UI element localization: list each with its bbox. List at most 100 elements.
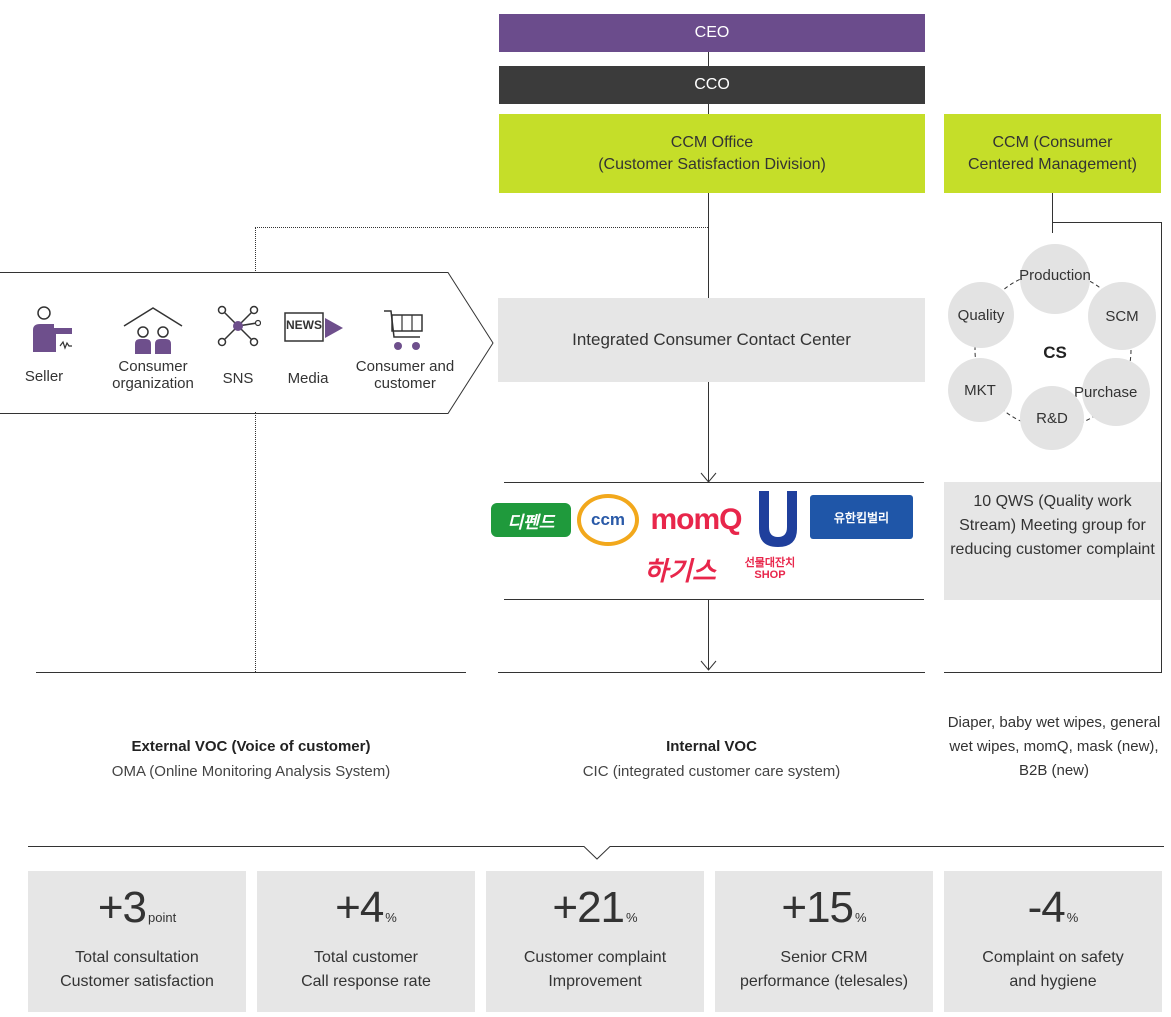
metric-unit: % [385, 910, 397, 925]
main-flow-line [708, 193, 709, 298]
qws-box: 10 QWS (Quality work Stream) Meeting gro… [944, 482, 1161, 600]
cart-icon [384, 310, 423, 350]
metric-card-safety-hygiene: -4% Complaint on safety and hygiene [944, 871, 1162, 1012]
metric-label: Senior CRM performance (telesales) [715, 946, 933, 994]
metric-label: Complaint on safety and hygiene [944, 946, 1162, 994]
consumer-organization-icon [123, 307, 183, 354]
external-voc-divider [36, 672, 466, 673]
dotted-connector-down [255, 412, 256, 672]
ccm-consumer-box: CCM (Consumer Centered Management) [944, 114, 1161, 193]
metric-label-line2: and hygiene [1009, 973, 1097, 990]
ccm-consumer-line1: CCM (Consumer [992, 133, 1113, 151]
products-divider [944, 672, 1162, 673]
ccm-consumer-line2: Centered Management) [968, 155, 1137, 173]
metric-value: +3 [97, 883, 147, 932]
gift-shop-logo-text: 선물대잔치 SHOP [744, 557, 796, 581]
metric-card-senior-crm: +15% Senior CRM performance (telesales) [715, 871, 933, 1012]
ccm-office-title: CCM Office [670, 133, 754, 151]
seller-label: Seller [24, 368, 64, 385]
metric-label-line2: Call response rate [301, 973, 431, 990]
cs-node-quality: Quality [948, 282, 1014, 348]
contact-center-label: Integrated Consumer Contact Center [572, 330, 851, 349]
internal-voc-divider [498, 672, 925, 673]
cs-node-purchase: Purchase [1074, 358, 1150, 426]
seller-icon [33, 306, 72, 352]
results-divider-arrow [28, 846, 1164, 860]
huggies-logo: 하기스 [630, 552, 730, 586]
metric-unit: % [1066, 910, 1079, 925]
yuhan-kimberly-logo-text: 유한킴벌리 [833, 510, 890, 525]
connector-ceo-cco [708, 52, 709, 66]
metric-value-row: -4% [944, 883, 1162, 933]
consumer-customer-label: Consumer and customer [355, 358, 455, 392]
unilever-logo [759, 491, 797, 547]
ceo-label: CEO [694, 24, 730, 41]
metric-value-row: +21% [486, 883, 704, 933]
cs-node-production-label: Production [1019, 266, 1091, 284]
connector-cco-ccm [708, 104, 709, 114]
sources-arrow-shape [0, 272, 494, 414]
metric-unit: point [147, 910, 177, 925]
cs-center-label: CS [1043, 343, 1067, 362]
cco-label: CCO [694, 76, 730, 93]
cs-node-purchase-label: Purchase [1074, 383, 1138, 401]
internal-voc-title: Internal VOC [666, 738, 757, 755]
cco-box: CCO [499, 66, 925, 104]
dotted-connector-up [255, 227, 256, 273]
cs-node-rd-label: R&D [1036, 409, 1068, 427]
metric-value: -4 [1027, 883, 1066, 932]
contact-center-box: Integrated Consumer Contact Center [498, 298, 925, 382]
flow-line-brands-to-voc [708, 600, 709, 670]
media-label: Media [287, 370, 329, 387]
metric-label-line1: Complaint on safety [982, 949, 1124, 966]
metric-value-row: +15% [715, 883, 933, 933]
sns-icon [217, 305, 261, 347]
brands-bottom-divider [504, 599, 924, 600]
cs-node-mkt-label: MKT [964, 381, 996, 399]
metric-value-row: +4% [257, 883, 475, 933]
sns-label: SNS [222, 370, 254, 387]
metric-label-line1: Total customer [313, 949, 419, 966]
ccm-right-top-line [1052, 222, 1162, 223]
media-icon-text: NEWS [286, 318, 322, 332]
metric-label-line1: Total consultation [75, 949, 199, 966]
cs-node-mkt: MKT [948, 358, 1012, 422]
metric-label-line1: Senior CRM [780, 949, 868, 966]
external-voc-subtitle: OMA (Online Monitoring Analysis System) [111, 763, 391, 780]
gift-shop-logo: 선물대잔치 SHOP [735, 552, 805, 586]
brands-top-divider [504, 482, 924, 483]
metric-value: +4 [335, 883, 384, 932]
cs-node-quality-label: Quality [957, 306, 1005, 324]
metric-label-line1: Customer complaint [523, 949, 667, 966]
metric-label-line2: Improvement [548, 973, 642, 990]
arrow-down-icon-2 [700, 660, 717, 671]
external-voc-title: External VOC (Voice of customer) [131, 738, 371, 755]
internal-voc-subtitle: CIC (integrated customer care system) [582, 763, 841, 780]
ccm-logo: ccm [577, 494, 639, 546]
momq-logo-text: momQ [650, 503, 742, 536]
ccm-office-box: CCM Office (Customer Satisfaction Divisi… [499, 114, 925, 193]
cs-node-scm-label: SCM [1105, 307, 1139, 325]
ceo-box: CEO [499, 14, 925, 52]
ccm-right-long-line [1161, 222, 1162, 672]
metric-label-line2: Customer satisfaction [60, 973, 214, 990]
ccm-office-subtitle: (Customer Satisfaction Division) [598, 155, 826, 173]
yuhan-kimberly-logo: 유한킴벌리 [810, 495, 913, 539]
ccm-logo-text: ccm [590, 510, 626, 529]
dotted-connector-horizontal [255, 227, 708, 228]
ccm-right-connector [1052, 193, 1053, 233]
depend-logo-text: 디펜드 [507, 512, 555, 532]
consumer-organization-label: Consumer organization [112, 358, 194, 392]
metric-label-line2: performance (telesales) [739, 973, 909, 990]
products-label: Diaper, baby wet wipes, general wet wipe… [947, 714, 1161, 779]
metric-unit: % [626, 910, 638, 925]
media-icon [284, 312, 324, 342]
cs-node-rd: R&D [1020, 386, 1084, 450]
metric-value: +15 [781, 883, 854, 932]
